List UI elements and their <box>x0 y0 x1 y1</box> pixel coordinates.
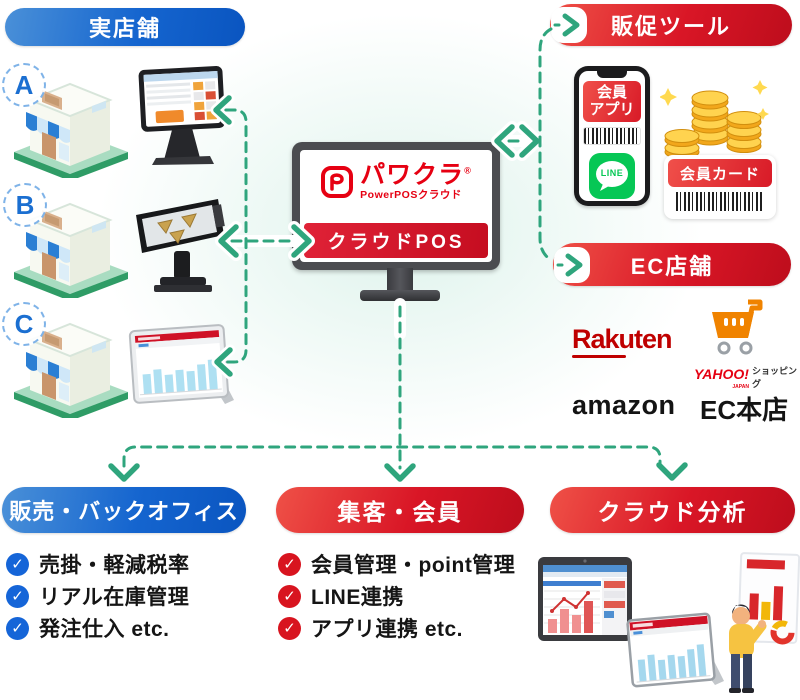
sales-backoffice-banner-label: 販売・バックオフィス <box>9 499 239 524</box>
logo-text: パワクラ® <box>360 161 472 190</box>
member-app-label: 会員 アプリ <box>583 81 641 122</box>
physical-store-banner-label: 実店舗 <box>88 16 161 41</box>
store-b-label-circle: B <box>3 183 47 227</box>
line-app-icon: LINE <box>589 152 635 199</box>
line-label: LINE <box>600 167 624 178</box>
registered-mark: ® <box>464 165 472 176</box>
pos-terminal-b-image <box>136 199 225 292</box>
app-barcode <box>583 126 641 145</box>
list-item: アプリ連携 etc. <box>278 612 515 644</box>
pos-terminal-a-image <box>138 66 226 165</box>
check-icon <box>278 552 301 576</box>
monitor-stand-neck <box>387 268 413 292</box>
ec-store-banner-label: EC店舗 <box>630 253 714 279</box>
phone-notch <box>597 71 627 78</box>
store-c-letter: C <box>14 308 34 339</box>
customer-member-banner: 集客・会員 <box>276 487 524 533</box>
monitor-screen: パワクラ® PowerPOSクラウド クラウドPOS <box>300 150 492 262</box>
member-card-header: 会員カード <box>668 159 772 187</box>
amazon-logo: amazon <box>572 390 676 420</box>
store-b-letter: B <box>15 189 35 220</box>
check-icon <box>6 616 29 640</box>
store-c-label-circle: C <box>2 302 46 346</box>
list-item: 売掛・軽減税率 <box>6 548 190 580</box>
rakuten-underline <box>572 355 626 358</box>
cloud-analytics-banner-label: クラウド分析 <box>597 499 748 525</box>
member-feature-list: 会員管理・point管理 LINE連携 アプリ連携 etc. <box>278 548 515 644</box>
member-card-label: 会員カード <box>679 165 760 183</box>
backoffice-feature-list: 売掛・軽減税率 リアル在庫管理 発注仕入 etc. <box>6 548 190 644</box>
sales-backoffice-banner: 販売・バックオフィス <box>2 487 246 533</box>
ec-store-arrow-badge <box>554 246 590 283</box>
store-a-letter: A <box>14 69 34 100</box>
presenter-illustration <box>729 552 800 693</box>
list-item: 発注仕入 etc. <box>6 612 190 644</box>
ec-honten-label: EC本店 <box>700 395 789 425</box>
check-icon <box>6 552 29 576</box>
powerpos-logo: パワクラ® PowerPOSクラウド <box>300 163 492 201</box>
phone-screen: 会員 アプリ LINE <box>579 71 645 201</box>
check-icon <box>278 584 301 608</box>
tablet-c-image <box>128 324 234 404</box>
rakuten-logo: Rakuten <box>572 324 673 358</box>
arrow-right-icon <box>556 253 583 276</box>
analytics-tablet-image <box>538 557 632 641</box>
shopping-cart-icon <box>712 299 763 355</box>
member-card-barcode <box>676 192 764 211</box>
list-item: リアル在庫管理 <box>6 580 190 612</box>
list-item: LINE連携 <box>278 580 515 612</box>
ec-store-banner: EC店舗 <box>553 243 791 286</box>
cloud-pos-monitor: パワクラ® PowerPOSクラウド クラウドPOS <box>292 142 500 270</box>
cloud-pos-banner: クラウドPOS <box>304 223 488 258</box>
monitor-stand-base <box>360 290 440 301</box>
customer-member-banner-label: 集客・会員 <box>337 499 463 525</box>
promo-tools-arrow-badge <box>551 7 587 43</box>
cloud-pos-banner-label: クラウドPOS <box>327 232 465 253</box>
list-item: 会員管理・point管理 <box>278 548 515 580</box>
yahoo-shopping-logo: YAHOO! JAPAN ショッピング <box>694 366 797 390</box>
member-app-phone: 会員 アプリ LINE <box>574 66 650 206</box>
coins-illustration <box>660 80 769 159</box>
logo-subtext: PowerPOSクラウド <box>360 189 462 202</box>
cloud-analytics-banner: クラウド分析 <box>550 487 795 533</box>
analytics-tablet-2-image <box>626 612 724 688</box>
promo-tools-banner-label: 販促ツール <box>610 14 731 39</box>
arrow-right-icon <box>553 13 580 37</box>
powerpos-logo-icon <box>321 166 354 198</box>
member-card: 会員カード <box>664 155 776 219</box>
check-icon <box>6 584 29 608</box>
promo-tools-banner: 販促ツール <box>550 4 792 46</box>
store-a-label-circle: A <box>2 63 46 107</box>
check-icon <box>278 616 301 640</box>
physical-store-banner: 実店舗 <box>5 8 245 46</box>
